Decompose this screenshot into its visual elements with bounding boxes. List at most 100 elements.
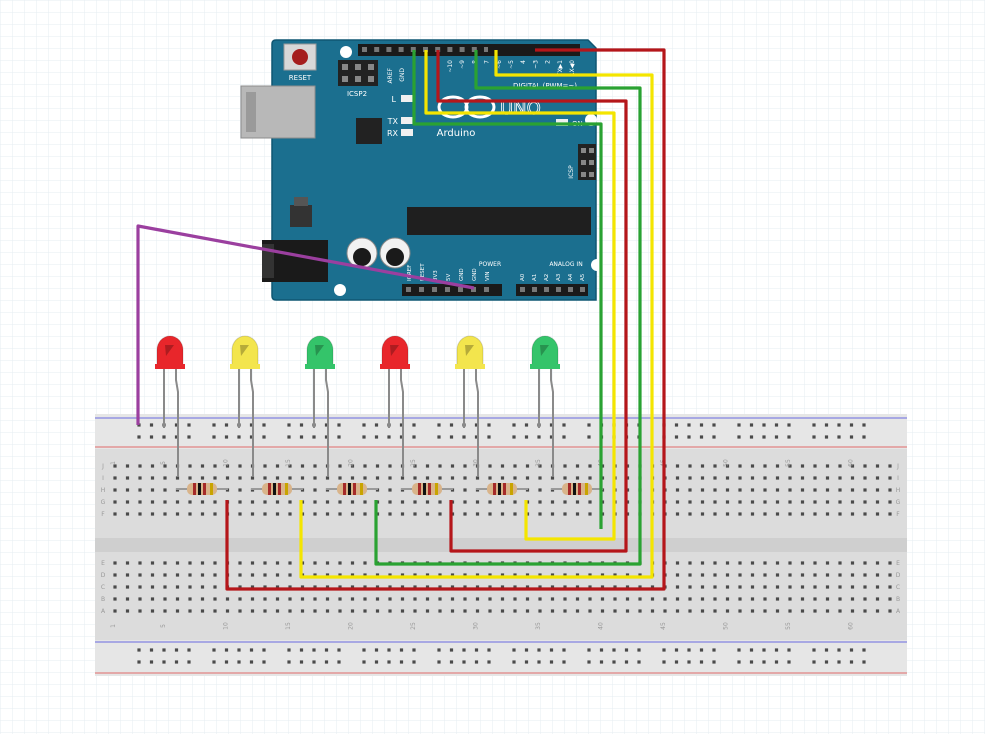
breadboard-hole (825, 561, 830, 565)
breadboard-hole (538, 585, 542, 589)
breadboard-hole (563, 585, 567, 589)
reset-button-housing (283, 43, 317, 71)
breadboard-hole (300, 609, 305, 613)
rail-hole (537, 660, 541, 664)
breadboard-hole (188, 573, 192, 577)
column-number: 20 (348, 459, 355, 467)
rail-hole (299, 435, 304, 439)
breadboard-hole (500, 609, 505, 613)
resistor-band (353, 483, 356, 495)
rail-hole (162, 435, 166, 439)
breadboard-hole (200, 609, 205, 613)
breadboard-hole (225, 597, 230, 601)
breadboard-hole (775, 464, 780, 468)
rail-hole (324, 660, 329, 664)
rail-hole (674, 435, 679, 439)
rail-hole (287, 660, 291, 664)
breadboard-rail-top (95, 414, 907, 449)
digital-label: DIGITAL (PWM=~) (513, 82, 577, 90)
reset-button[interactable] (292, 49, 308, 65)
rail-hole (362, 660, 366, 664)
rail-hole (212, 435, 216, 439)
breadboard-hole (575, 464, 580, 468)
breadboard-hole (188, 561, 192, 565)
rail-hole (787, 423, 791, 427)
rail-hole (674, 648, 679, 652)
breadboard-hole (850, 573, 855, 577)
rail-hole (237, 435, 241, 439)
column-number: 25 (410, 459, 417, 467)
rail-hole (437, 423, 441, 427)
breadboard-hole (625, 609, 630, 613)
breadboard-hole (838, 488, 842, 492)
breadboard-hole (688, 476, 692, 480)
breadboard-hole (838, 476, 842, 480)
rail-hole (374, 660, 379, 664)
row-letter: I (897, 475, 899, 482)
breadboard-hole (600, 609, 605, 613)
rail-hole (249, 435, 254, 439)
breadboard-hole (700, 488, 705, 492)
column-number: 55 (785, 622, 792, 630)
breadboard-hole (650, 609, 655, 613)
breadboard-hole (875, 585, 880, 589)
rail-hole (399, 435, 404, 439)
rail-hole (687, 435, 691, 439)
wire-green-outer (374, 50, 642, 566)
rail-hole (612, 648, 616, 652)
breadboard-hole (800, 500, 805, 504)
aref-label: AREF (387, 67, 394, 83)
breadboard-hole (888, 597, 892, 601)
header-pin (459, 47, 465, 52)
breadboard-hole (350, 500, 355, 504)
breadboard-hole (125, 573, 130, 577)
rail-hole (737, 435, 741, 439)
breadboard-hole (800, 561, 805, 565)
breadboard-hole (400, 512, 405, 516)
breadboard-hole (588, 609, 592, 613)
rail-hole (762, 660, 766, 664)
breadboard-hole (188, 585, 192, 589)
breadboard-hole (488, 512, 492, 516)
analog-pin-label: A0 (520, 273, 526, 281)
led-yellow (230, 335, 260, 476)
breadboard-hole (838, 512, 842, 516)
led-die (165, 345, 174, 356)
breadboard-hole (175, 585, 180, 589)
breadboard-hole (513, 573, 517, 577)
breadboard-hole (875, 464, 880, 468)
header-pin (520, 287, 525, 292)
breadboard-hole (350, 597, 355, 601)
breadboard-hole (725, 500, 730, 504)
breadboard-hole (325, 500, 330, 504)
rail-hole (712, 435, 716, 439)
breadboard-hole (275, 597, 280, 601)
rail-hole (137, 660, 141, 664)
breadboard-hole (525, 573, 530, 577)
resistor (401, 483, 453, 495)
breadboard-hole (838, 597, 842, 601)
breadboard-hole (725, 488, 730, 492)
led-die (540, 345, 549, 356)
breadboard-hole (888, 585, 892, 589)
breadboard-hole (575, 512, 580, 516)
breadboard-hole (725, 476, 730, 480)
rail-hole (174, 423, 179, 427)
column-number: 1 (110, 624, 117, 628)
resistor-band (498, 483, 501, 495)
power-pin-label: GND (472, 268, 478, 281)
rail-hole (837, 435, 841, 439)
rail-hole (549, 648, 554, 652)
row-letter: H (896, 487, 901, 494)
arduino-brand-label: Arduino (437, 128, 476, 139)
row-letter: D (896, 572, 901, 579)
row-letter: J (101, 463, 104, 470)
breadboard-hole (463, 512, 467, 516)
breadboard-hole (663, 609, 667, 613)
breadboard-hole (413, 573, 417, 577)
breadboard-hole (688, 500, 692, 504)
rail-hole (549, 435, 554, 439)
breadboard-hole (600, 585, 605, 589)
rail-hole (412, 423, 416, 427)
rail-hole (174, 660, 179, 664)
